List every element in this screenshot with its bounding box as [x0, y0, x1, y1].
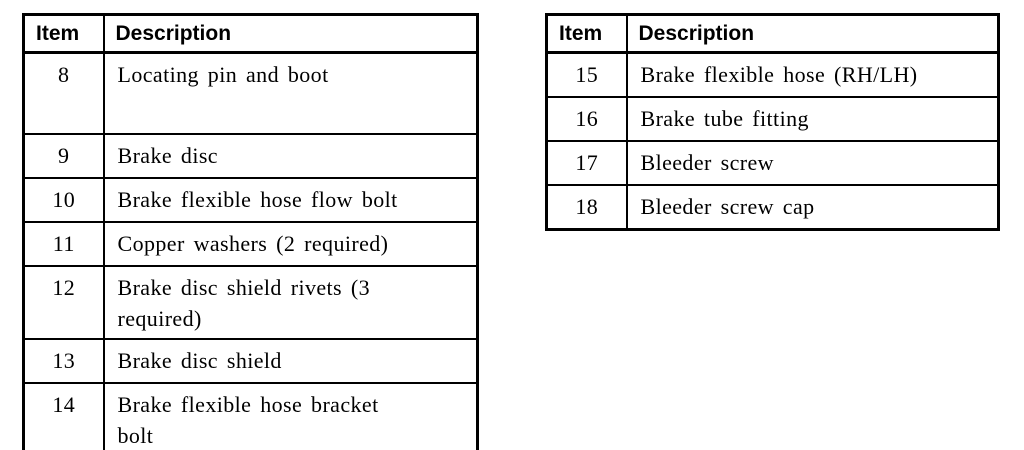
item-cell: 8: [22, 51, 105, 135]
description-cell: Locating pin and boot: [102, 51, 479, 135]
item-cell: 14: [22, 382, 105, 450]
table-row: 13 Brake disc shield: [22, 338, 479, 384]
item-cell: 12: [22, 265, 105, 340]
parts-table-left: Item Description 8 Locating pin and boot…: [22, 13, 479, 450]
item-cell: 13: [22, 338, 105, 384]
table-header-row: Item Description: [22, 13, 479, 54]
table-row: 8 Locating pin and boot: [22, 51, 479, 135]
table-header-row: Item Description: [545, 13, 1000, 54]
description-cell: Bleeder screw: [625, 140, 1000, 186]
item-cell: 17: [545, 140, 628, 186]
description-column-header: Description: [625, 13, 1000, 54]
description-cell: Brake tube fitting: [625, 96, 1000, 142]
table-row: 9 Brake disc: [22, 133, 479, 179]
item-cell: 9: [22, 133, 105, 179]
description-cell: Brake flexible hose bracket bolt: [102, 382, 479, 450]
table-row: 14 Brake flexible hose bracket bolt: [22, 382, 479, 450]
item-cell: 10: [22, 177, 105, 223]
item-cell: 18: [545, 184, 628, 231]
description-cell: Brake disc: [102, 133, 479, 179]
description-cell: Brake disc shield: [102, 338, 479, 384]
description-cell: Copper washers (2 required): [102, 221, 479, 267]
item-cell: 16: [545, 96, 628, 142]
description-cell: Brake flexible hose (RH/LH): [625, 51, 1000, 98]
table-row: 11 Copper washers (2 required): [22, 221, 479, 267]
table-row: 16 Brake tube fitting: [545, 96, 1000, 142]
table-row: 10 Brake flexible hose flow bolt: [22, 177, 479, 223]
description-cell: Bleeder screw cap: [625, 184, 1000, 231]
table-row: 12 Brake disc shield rivets (3 required): [22, 265, 479, 340]
item-cell: 11: [22, 221, 105, 267]
item-cell: 15: [545, 51, 628, 98]
description-cell: Brake flexible hose flow bolt: [102, 177, 479, 223]
description-cell: Brake disc shield rivets (3 required): [102, 265, 479, 340]
table-row: 18 Bleeder screw cap: [545, 184, 1000, 231]
description-column-header: Description: [102, 13, 479, 54]
table-row: 15 Brake flexible hose (RH/LH): [545, 51, 1000, 98]
item-column-header: Item: [545, 13, 628, 54]
parts-table-right: Item Description 15 Brake flexible hose …: [545, 13, 1000, 231]
item-column-header: Item: [22, 13, 105, 54]
table-row: 17 Bleeder screw: [545, 140, 1000, 186]
